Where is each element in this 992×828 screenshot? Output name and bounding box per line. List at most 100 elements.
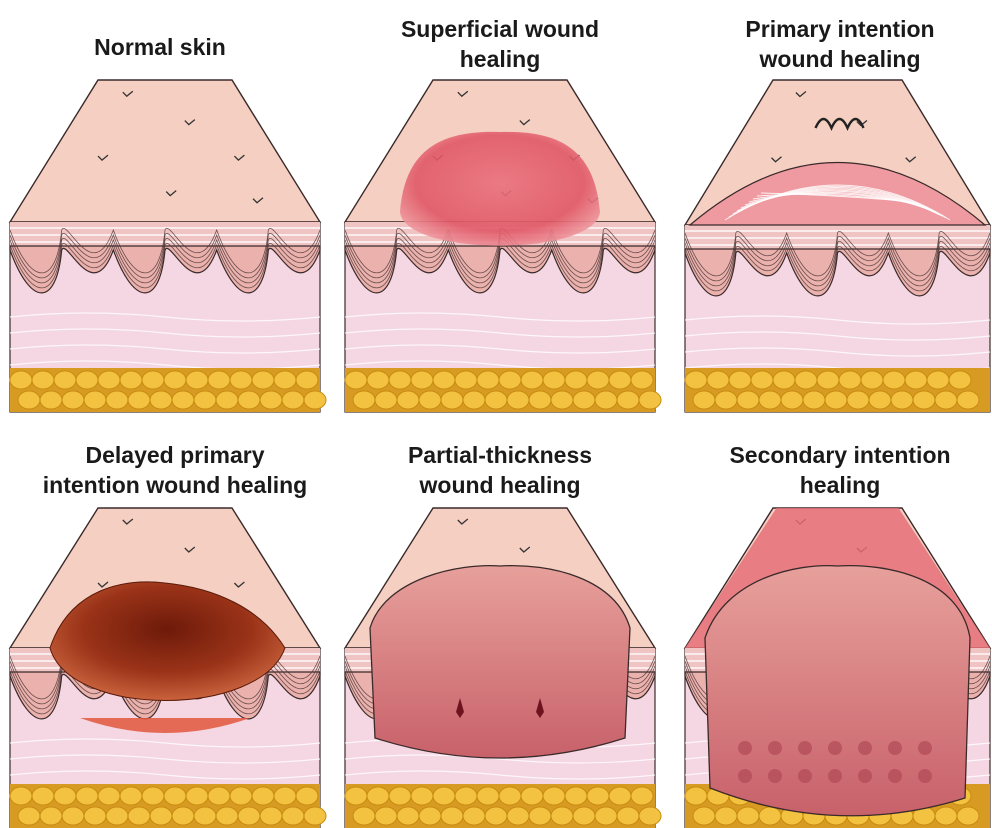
granulation-tissue xyxy=(768,741,782,755)
granulation-tissue xyxy=(828,769,842,783)
fat-cell xyxy=(120,371,142,389)
fat-cell xyxy=(737,391,759,409)
fat-cell xyxy=(839,371,861,389)
fat-cell xyxy=(499,371,521,389)
fat-cell xyxy=(609,371,631,389)
fat-cell xyxy=(367,371,389,389)
fat-cell xyxy=(84,807,106,825)
fat-cell xyxy=(238,391,260,409)
fat-cell xyxy=(260,391,282,409)
fat-cell xyxy=(543,371,565,389)
fat-cell xyxy=(573,391,595,409)
superficial-wound xyxy=(400,132,600,246)
fat-cell xyxy=(477,787,499,805)
fat-cell xyxy=(18,391,40,409)
fat-cell xyxy=(345,371,367,389)
granulation-tissue xyxy=(828,741,842,755)
fat-cell xyxy=(76,787,98,805)
fat-cell xyxy=(419,807,441,825)
fat-cell xyxy=(40,391,62,409)
fat-cell xyxy=(639,807,661,825)
fat-cell xyxy=(913,391,935,409)
fat-cell xyxy=(252,787,274,805)
fat-cell xyxy=(345,787,367,805)
wound-bed xyxy=(370,566,630,758)
fat-cell xyxy=(551,391,573,409)
fat-cell xyxy=(817,371,839,389)
fat-cell xyxy=(499,787,521,805)
granulation-tissue xyxy=(888,741,902,755)
fat-cell xyxy=(389,371,411,389)
fat-cell xyxy=(106,807,128,825)
fat-cell xyxy=(617,807,639,825)
fat-cell xyxy=(54,371,76,389)
fat-cell xyxy=(935,807,957,825)
fat-cell xyxy=(397,391,419,409)
granulation-tissue xyxy=(738,769,752,783)
fat-cell xyxy=(631,787,653,805)
granulation-tissue xyxy=(888,769,902,783)
fat-cell xyxy=(935,391,957,409)
granulation-tissue xyxy=(918,769,932,783)
fat-cell xyxy=(230,787,252,805)
fat-cell xyxy=(282,807,304,825)
granulation-tissue xyxy=(768,769,782,783)
fat-cell xyxy=(40,807,62,825)
fat-cell xyxy=(150,807,172,825)
fat-cell xyxy=(186,787,208,805)
fat-cell xyxy=(164,787,186,805)
fat-cell xyxy=(252,371,274,389)
fat-cell xyxy=(150,391,172,409)
fat-cell xyxy=(433,371,455,389)
panel-primary xyxy=(685,80,990,412)
fat-cell xyxy=(186,371,208,389)
fat-cell xyxy=(142,371,164,389)
fat-cell xyxy=(54,787,76,805)
fat-cell xyxy=(441,391,463,409)
granulation-tissue xyxy=(858,741,872,755)
fat-cell xyxy=(825,391,847,409)
fat-cell xyxy=(737,807,759,825)
fat-cell xyxy=(905,371,927,389)
fat-cell xyxy=(98,787,120,805)
granulation-tissue xyxy=(918,741,932,755)
fat-cell xyxy=(216,807,238,825)
fat-cell xyxy=(260,807,282,825)
fat-cell xyxy=(142,787,164,805)
fat-cell xyxy=(441,807,463,825)
fat-cell xyxy=(10,787,32,805)
skin-surface xyxy=(10,80,320,222)
fat-cell xyxy=(847,391,869,409)
fat-cell xyxy=(759,807,781,825)
fat-cell xyxy=(795,371,817,389)
fat-cell xyxy=(949,371,971,389)
fat-cell xyxy=(32,371,54,389)
fat-cell xyxy=(595,391,617,409)
fat-cell xyxy=(208,787,230,805)
fat-cell xyxy=(433,787,455,805)
fat-cell xyxy=(296,371,318,389)
fat-cell xyxy=(521,371,543,389)
fat-cell xyxy=(164,371,186,389)
fat-cell xyxy=(573,807,595,825)
panel-partial xyxy=(345,508,661,828)
fat-cell xyxy=(353,807,375,825)
fat-cell xyxy=(617,391,639,409)
fat-cell xyxy=(529,391,551,409)
fat-cell xyxy=(507,807,529,825)
fat-cell xyxy=(693,391,715,409)
fat-cell xyxy=(120,787,142,805)
granulation-tissue xyxy=(858,769,872,783)
fat-cell xyxy=(419,391,441,409)
fat-cell xyxy=(587,787,609,805)
fat-cell xyxy=(353,391,375,409)
fat-cell xyxy=(927,371,949,389)
fat-cell xyxy=(957,807,979,825)
fat-cell xyxy=(609,787,631,805)
fat-cell xyxy=(685,371,707,389)
fat-cell xyxy=(128,391,150,409)
fat-cell xyxy=(565,787,587,805)
fat-cell xyxy=(98,371,120,389)
fat-cell xyxy=(759,391,781,409)
fat-cell xyxy=(957,391,979,409)
